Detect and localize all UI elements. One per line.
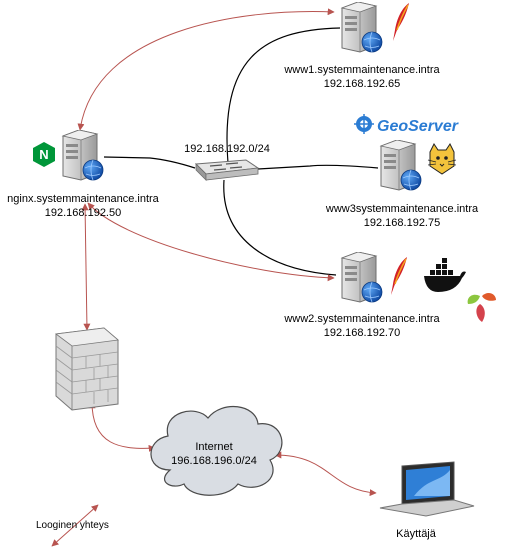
server-icon: [380, 140, 422, 191]
internet-subnet: 196.168.196.0/24: [171, 455, 257, 467]
switch: 192.168.192.0/24: [184, 143, 270, 181]
www3-server: www3systemmaintenance.intra 192.168.192.…: [325, 140, 479, 229]
nginx-hostname: nginx.systemmaintenance.intra: [7, 193, 160, 205]
user-label: Käyttäjä: [396, 528, 437, 540]
www3-hostname: www3systemmaintenance.intra: [325, 203, 479, 215]
logical-links: [51, 8, 377, 547]
www1-server: www1.systemmaintenance.intra 192.168.192…: [283, 2, 441, 90]
logical-link-internet-user: [274, 451, 377, 497]
link-switch-www2: [223, 179, 337, 276]
geoserver-logo: GeoServer: [354, 114, 459, 135]
switch-icon: [194, 159, 260, 181]
switch-subnet: 192.168.192.0/24: [184, 143, 270, 155]
www2-hostname: www2.systemmaintenance.intra: [283, 313, 440, 325]
geoserver-icon: [354, 114, 374, 134]
tomcat-icon: [427, 143, 457, 175]
internet-label: Internet: [195, 441, 232, 453]
apache-feather-icon: [392, 2, 410, 42]
link-nginx-switch: [103, 156, 196, 169]
nginx-ip: 192.168.192.50: [45, 207, 121, 219]
logical-link-nginx-www1: [77, 8, 335, 131]
legend-arrow: [51, 504, 99, 547]
firewall-icon: [54, 327, 119, 411]
server-icon: [341, 252, 383, 303]
leaf-icon: [467, 293, 496, 322]
server-icon: [62, 130, 104, 181]
logical-link-firewall-internet: [88, 401, 156, 452]
www1-hostname: www1.systemmaintenance.intra: [283, 64, 440, 76]
logical-link-nginx-firewall: [81, 203, 91, 331]
nginx-icon: N: [33, 142, 55, 167]
www3-ip: 192.168.192.75: [364, 217, 440, 229]
user-laptop: Käyttäjä: [379, 461, 475, 540]
legend-label: Looginen yhteys: [36, 520, 109, 531]
link-switch-www3: [257, 164, 379, 170]
internet-cloud: Internet 196.168.196.0/24: [150, 405, 283, 496]
logical-link-nginx-www2: [87, 202, 335, 282]
www2-server: www2.systemmaintenance.intra 192.168.192…: [283, 252, 496, 339]
laptop-icon: [379, 461, 475, 517]
nginx-logo-letter: N: [39, 147, 48, 162]
www1-ip: 192.168.192.65: [324, 78, 400, 90]
www2-ip: 192.168.192.70: [324, 327, 400, 339]
firewall: [54, 327, 119, 411]
cloud-icon: [150, 405, 283, 496]
geoserver-logo-text: GeoServer: [377, 118, 459, 135]
apache-feather-icon: [390, 256, 408, 296]
docker-icon: [424, 258, 466, 292]
server-icon: [341, 2, 383, 53]
nginx-server: N nginx.systemmaintenance.intra 192.168.…: [7, 130, 160, 219]
